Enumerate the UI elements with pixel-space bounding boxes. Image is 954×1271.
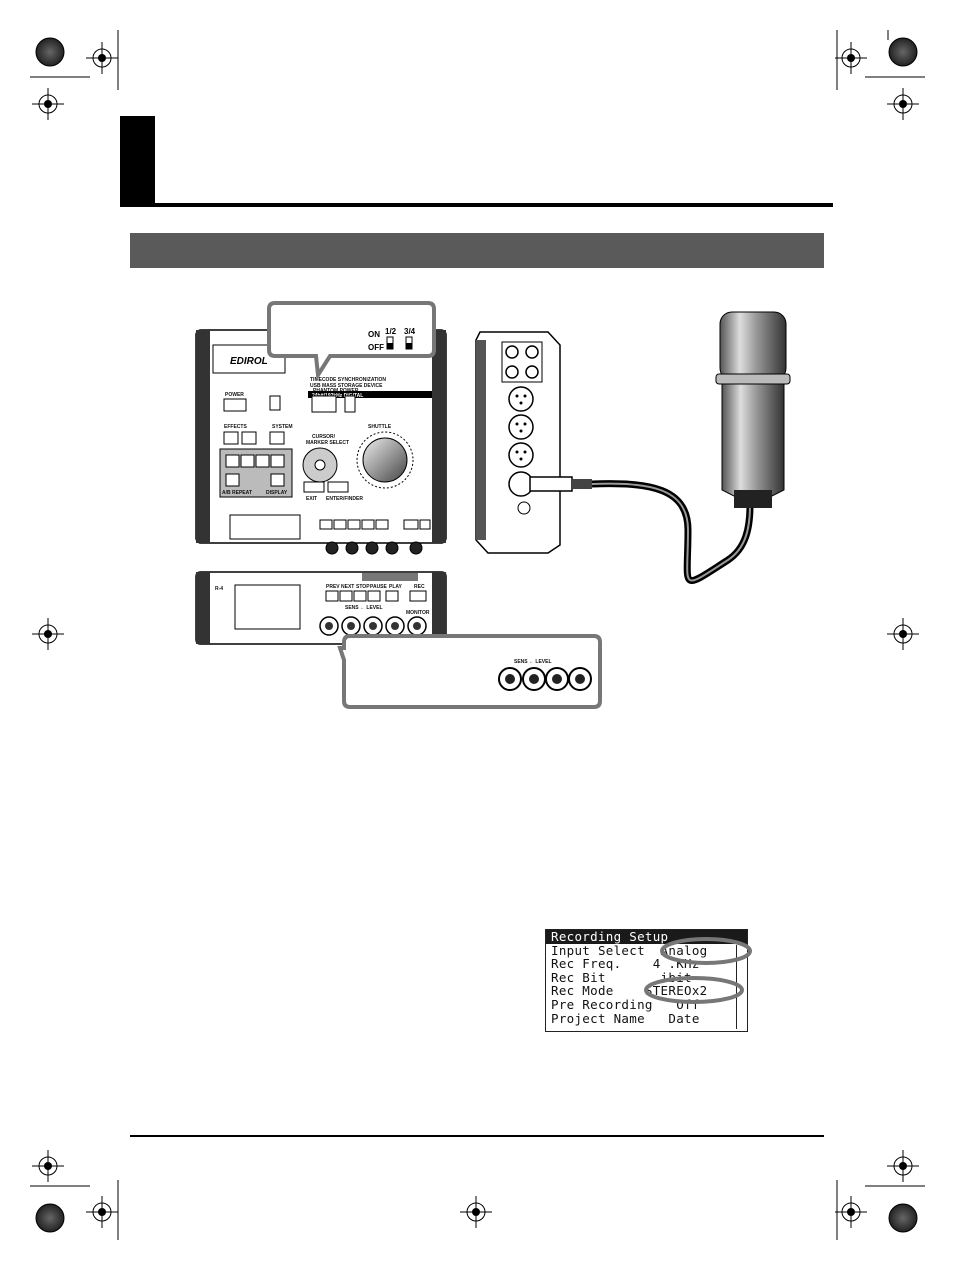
svg-text:EFFECTS: EFFECTS [224, 424, 247, 430]
svg-text:NEXT: NEXT [341, 584, 354, 590]
svg-text:ENTER/FINDER: ENTER/FINDER [326, 496, 363, 502]
svg-text:MARKER SELECT: MARKER SELECT [306, 440, 349, 446]
svg-text:PHANTOM POWER: PHANTOM POWER [313, 388, 359, 394]
microphone [715, 311, 791, 508]
microphone-cable [529, 476, 754, 584]
switch-callout: ON OFF 1/2 3/4 [267, 301, 436, 381]
svg-text:USB MASS STORAGE DEVICE: USB MASS STORAGE DEVICE [310, 383, 383, 389]
svg-text:DISPLAY: DISPLAY [266, 490, 288, 496]
svg-text:3/4: 3/4 [404, 327, 416, 336]
svg-text:STOP: STOP [356, 584, 370, 590]
section-bar [130, 233, 824, 268]
brand-logo: EDIROL [230, 356, 268, 367]
lcd-row-project-name: Project Name Date [551, 1010, 700, 1026]
svg-text:EXIT: EXIT [306, 496, 317, 502]
svg-text:1/2: 1/2 [385, 327, 397, 336]
svg-text:MONITOR: MONITOR [406, 610, 430, 616]
svg-text:CURSOR/: CURSOR/ [312, 434, 336, 440]
lcd-row-input-select: Input Select Analog [551, 942, 708, 958]
svg-text:ON: ON [368, 330, 380, 339]
svg-text:A/B REPEAT: A/B REPEAT [222, 490, 252, 496]
level-callout: SENS ← LEVEL [337, 634, 602, 709]
svg-text:SYSTEM: SYSTEM [272, 424, 293, 430]
svg-text:SENS ← LEVEL: SENS ← LEVEL [514, 659, 552, 665]
svg-text:24bit/192kHz DIGITAL: 24bit/192kHz DIGITAL [312, 393, 363, 399]
svg-text:OFF: OFF [368, 343, 384, 352]
svg-text:PAUSE: PAUSE [370, 584, 388, 590]
svg-text:SHUTTLE: SHUTTLE [368, 424, 392, 430]
svg-text:SENS ← LEVEL: SENS ← LEVEL [345, 605, 383, 611]
svg-text:REC: REC [414, 584, 425, 590]
svg-text:PLAY: PLAY [389, 584, 403, 590]
side-input-panel [475, 331, 561, 554]
svg-text:TIMECODE SYNCHRONIZATION: TIMECODE SYNCHRONIZATION [310, 377, 386, 383]
svg-text:POWER: POWER [225, 392, 244, 398]
lcd-row-rec-mode: Rec Mode STEREOx2 [551, 983, 708, 999]
chapter-rule [120, 203, 833, 207]
recorder-top-panel: EDIROL TIMECODE SYNCHRONIZATION USB MASS… [195, 329, 447, 555]
footer-rule [130, 1135, 824, 1137]
svg-text:PREV: PREV [326, 584, 340, 590]
chapter-tab [120, 116, 155, 206]
svg-text:R-4: R-4 [215, 586, 223, 592]
lcd-scrollbar [736, 945, 745, 1029]
recorder-front-panel: R-4 PREV NEXT STOP PAUSE PLAY REC SENS ←… [195, 571, 447, 645]
